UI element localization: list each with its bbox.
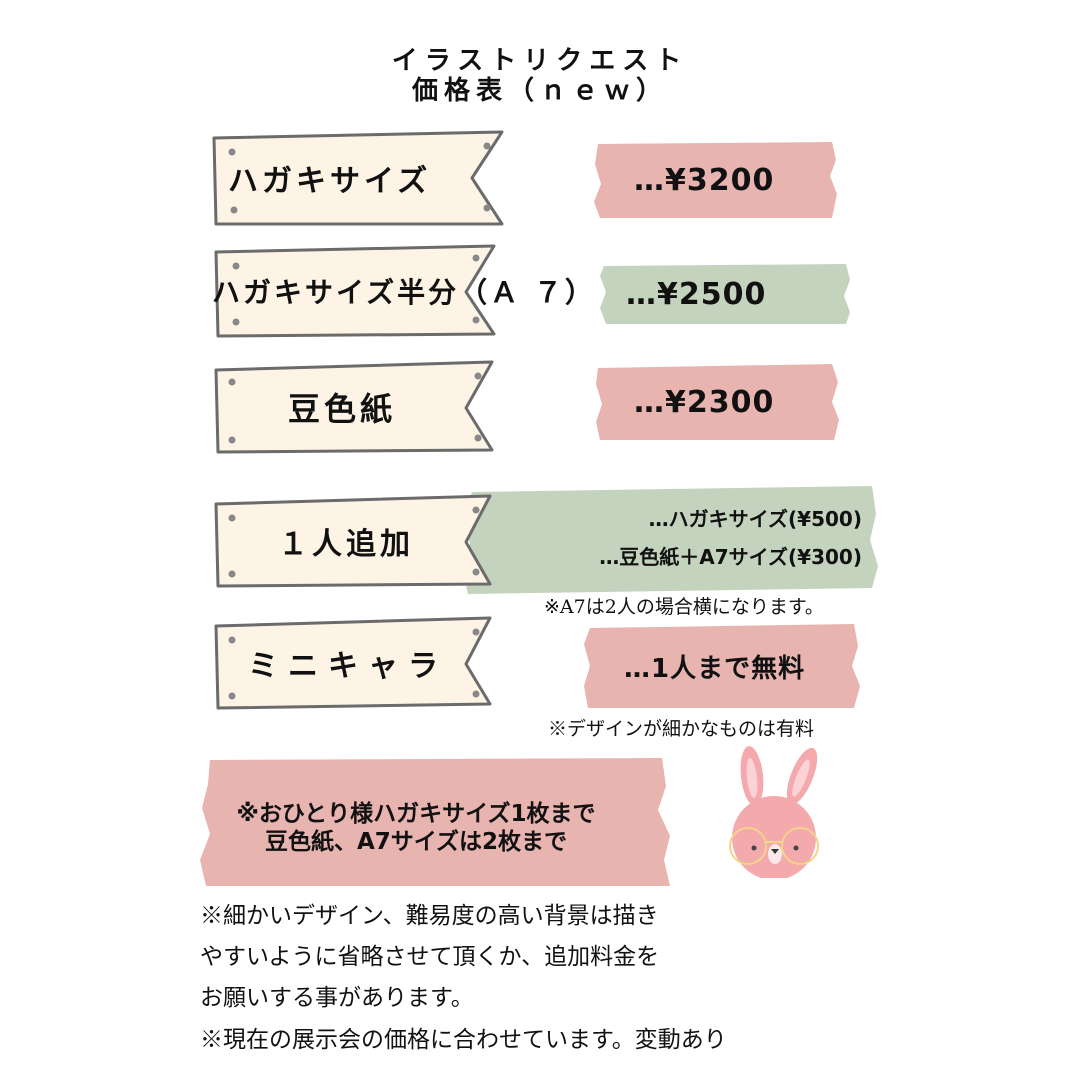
banner-label: ハガキサイズ半分（Ａ ７） (212, 276, 596, 309)
banner-label: ハガキサイズ (228, 164, 432, 199)
banner-label: １人追加 (278, 527, 414, 562)
title-line-1: イラストリクエスト (391, 46, 689, 76)
add-person-note: ※A7は2人の場合横になります。 (544, 596, 824, 618)
price-tape-add-person (462, 484, 878, 596)
banner-a7: ハガキサイズ半分（Ａ ７） (210, 242, 593, 340)
footer-line-2: やすいように省略させて頂くか、追加料金を (200, 944, 660, 970)
footer-price-note: ※現在の展示会の価格に合わせています。変動あり (200, 1027, 727, 1053)
washi-tape-icon (462, 486, 878, 594)
add-person-prices: …ハガキサイズ(¥500) …豆色紙＋A7サイズ(¥300) (470, 500, 862, 576)
footer-notes: ※細かいデザイン、難易度の高い背景は描き やすいように省略させて頂くか、追加料金… (200, 896, 659, 1019)
banner-label: 豆色紙 (288, 390, 397, 428)
washi-tape-icon (584, 624, 860, 708)
price-value: …¥2500 (626, 276, 767, 312)
price-value: …¥2300 (634, 384, 775, 420)
limit-notice-line-2: 豆色紙、A7サイズは2枚まで (264, 829, 568, 855)
footer-line-3: お願いする事があります。 (200, 985, 474, 1011)
ribbon-banner-icon (214, 360, 494, 454)
add-person-mameshikishi-price: …豆色紙＋A7サイズ(¥300) (599, 545, 862, 569)
footer-line-1: ※細かいデザイン、難易度の高い背景は描き (200, 903, 659, 929)
ribbon-banner-icon (214, 244, 496, 338)
banner-mameshikishi: 豆色紙 (210, 358, 500, 456)
title-line-2: 価格表（ｎｅｗ） (411, 76, 668, 106)
banner-label: ミニキャラ (248, 649, 448, 684)
bunny-illustration-icon (716, 742, 836, 880)
page-title: イラストリクエスト 価格表（ｎｅｗ） (0, 46, 1080, 106)
ribbon-banner-icon (214, 616, 492, 710)
limit-notice-line-1: ※おひとり様ハガキサイズ1枚まで (236, 801, 596, 827)
ribbon-banner-icon (214, 494, 492, 588)
limit-notice: ※おひとり様ハガキサイズ1枚まで 豆色紙、A7サイズは2枚まで (196, 800, 636, 856)
washi-tape-icon (596, 364, 839, 440)
washi-tape-icon (594, 142, 837, 218)
price-value: …¥3200 (634, 162, 775, 198)
banner-hagaki: ハガキサイズ (210, 128, 510, 228)
banner-mini-chara: ミニキャラ (210, 614, 500, 712)
price-value: …1人まで無料 (624, 653, 806, 684)
add-person-hagaki-price: …ハガキサイズ(¥500) (648, 507, 862, 531)
limit-notice-tape (200, 756, 672, 888)
price-tape-mini-chara: …1人まで無料 (584, 622, 860, 710)
washi-tape-icon (200, 758, 670, 886)
price-tape-hagaki: …¥3200 (592, 140, 838, 220)
banner-add-person: １人追加 (210, 492, 500, 590)
price-tape-mameshikishi: …¥2300 (594, 362, 840, 442)
ribbon-banner-icon (212, 130, 504, 226)
mini-chara-note: ※デザインが細かなものは有料 (548, 718, 815, 740)
washi-tape-icon (600, 264, 850, 324)
price-tape-a7: …¥2500 (600, 262, 850, 326)
